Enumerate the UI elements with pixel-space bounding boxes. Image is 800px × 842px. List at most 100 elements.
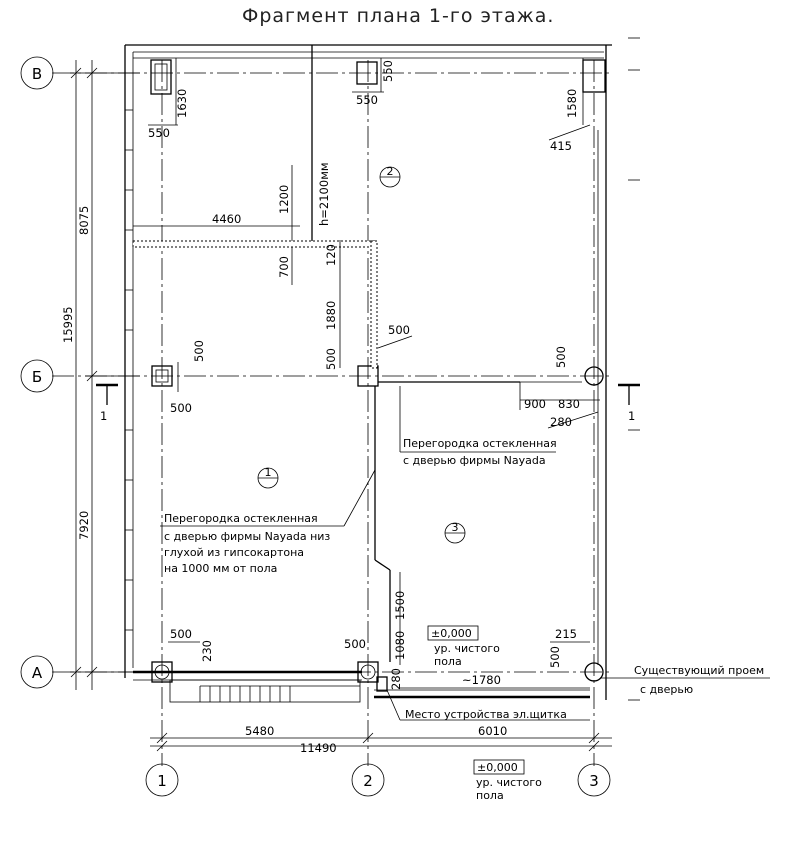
axis-bubble-b — [20, 359, 54, 393]
electrical-panel — [376, 676, 388, 692]
stairs — [169, 679, 361, 703]
column-b1-inner — [155, 369, 169, 383]
tick — [86, 370, 98, 382]
grid-axes — [52, 60, 612, 766]
label-existing-opening-2: с дверью — [640, 683, 693, 696]
axis-bubble-v — [20, 56, 54, 90]
tick — [156, 732, 168, 744]
leader — [547, 411, 599, 429]
column-v2 — [356, 61, 378, 85]
label-glazed-right-1: Перегородка остекленная — [403, 437, 557, 450]
dim-v-top: 8075 — [77, 206, 91, 235]
column-b2 — [357, 365, 379, 387]
dim-h-total: 11490 — [300, 741, 337, 755]
label-glazed-left-4: на 1000 мм от пола — [164, 562, 277, 575]
label-glazed-left-2: с дверью фирмы Nayada низ — [164, 530, 330, 543]
dim-a2-500: 500 — [344, 637, 366, 651]
dim-120: 120 — [324, 244, 338, 266]
dim-1080: 1080 — [393, 631, 407, 660]
dim-280: 280 — [550, 415, 572, 429]
dim-550-c: 550 — [381, 60, 395, 82]
level-text-1: ур. чистого — [476, 776, 542, 789]
tick — [156, 740, 168, 752]
dim-h-right: 6010 — [478, 724, 507, 738]
dim-900: 900 — [524, 397, 546, 411]
tick — [70, 67, 82, 79]
room-number-1: 1 — [265, 466, 272, 479]
leader-glazed-left — [343, 469, 376, 527]
section-label-right: 1 — [628, 409, 635, 423]
column-v1-inner — [154, 63, 168, 91]
column-b3 — [584, 366, 604, 386]
dim-1880: 1880 — [324, 301, 338, 330]
leader-panel — [386, 689, 401, 721]
column-b1 — [151, 365, 173, 387]
drawing-title: Фрагмент плана 1-го этажа. — [242, 5, 554, 27]
axis-label-2: 2 — [363, 772, 373, 790]
column-a2-inner — [360, 664, 376, 680]
label-panel-place: Место устройства эл.щитка — [405, 708, 567, 721]
tick — [70, 666, 82, 678]
level-value: ±0,000 — [431, 627, 472, 640]
axis-bubble-1 — [145, 763, 179, 797]
tick — [86, 666, 98, 678]
gypsum-partition-vertical — [370, 240, 378, 369]
axis-bubble-a — [20, 655, 54, 689]
dim-700: 700 — [277, 256, 291, 278]
dim-1780: ~1780 — [462, 673, 501, 687]
partitions — [132, 45, 582, 703]
column-axis-markers: 1 2 3 — [145, 763, 611, 797]
axis-label-v: В — [32, 65, 42, 83]
column-a2 — [357, 661, 379, 683]
dim-1580: 1580 — [565, 89, 579, 118]
dim-1630: 1630 — [175, 89, 189, 118]
axis-bubble-3 — [577, 763, 611, 797]
section-marks: 1 1 — [96, 383, 640, 423]
exterior-walls — [124, 44, 612, 700]
section-label-left: 1 — [100, 409, 107, 423]
wall-hatch-left — [125, 109, 133, 631]
label-existing-opening-1: Существующий проем — [634, 664, 764, 677]
dim-v-total: 15995 — [61, 306, 75, 343]
column-a1 — [151, 661, 173, 683]
dim-230: 230 — [200, 640, 214, 662]
column-a1-inner — [154, 664, 170, 680]
dim-h-left: 5480 — [245, 724, 274, 738]
label-glazed-right-2: с дверью фирмы Nayada — [403, 454, 546, 467]
axis-bubble-2 — [351, 763, 385, 797]
partition-kink — [374, 559, 391, 571]
dim-215: 215 — [555, 627, 577, 641]
level-text-2: пола — [434, 655, 462, 668]
leader — [377, 335, 413, 349]
leader — [548, 124, 591, 141]
gypsum-partition-horizontal — [132, 240, 377, 248]
dim-830: 830 — [558, 397, 580, 411]
stairs-outline — [169, 679, 361, 703]
dim-550-a: 550 — [148, 126, 170, 140]
dim-b3-500: 500 — [554, 346, 568, 368]
level-mark-exterior: ±0,000 ур. чистого пола — [473, 759, 542, 802]
dim-1200: 1200 — [277, 185, 291, 214]
tick — [362, 732, 374, 744]
axis-label-b: Б — [32, 368, 42, 386]
dim-4460: 4460 — [212, 212, 241, 226]
column-a3 — [584, 662, 604, 682]
right-edge-marks — [628, 37, 640, 701]
row-axis-markers: В Б А — [20, 56, 54, 689]
level-text-1: ур. чистого — [434, 642, 500, 655]
local-dimensions: 1630 550 550 550 1580 415 4460 1200 h=21… — [133, 58, 600, 690]
tick — [86, 67, 98, 79]
dim-a3-500: 500 — [548, 646, 562, 668]
dim-415: 415 — [550, 139, 572, 153]
room-markers: 2 1 3 — [257, 165, 466, 544]
label-glazed-left-3: глухой из гипсокартона — [164, 546, 304, 559]
left-dimension-chain: 15995 8075 7920 — [61, 60, 140, 690]
dim-1500: 1500 — [393, 591, 407, 620]
axis-label-3: 3 — [589, 772, 599, 790]
level-text-2: пола — [476, 789, 504, 802]
dim-a1-500: 500 — [170, 627, 192, 641]
label-glazed-left-1: Перегородка остекленная — [164, 512, 318, 525]
bottom-dimension-chain: 5480 6010 11490 — [150, 724, 612, 755]
dim-b1-500-h: 500 — [170, 401, 192, 415]
